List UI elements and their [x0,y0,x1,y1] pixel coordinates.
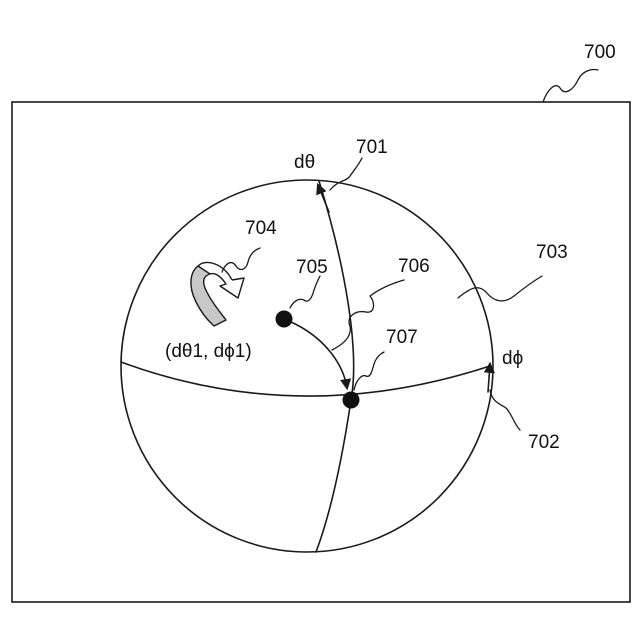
start-point [276,311,293,328]
d-theta-label: dθ [294,152,315,173]
movement-path-label: 706 [398,256,430,277]
phi-axis-lead-line [490,390,520,430]
d-phi-arrow [488,364,490,392]
phi-axis-label: 702 [528,432,560,453]
rotation-arrow-lead-line [222,248,260,272]
outer-frame [12,102,630,602]
meridian-line [316,181,354,552]
end-point [343,392,360,409]
equator-line [121,362,490,396]
end-point-label: 707 [386,327,418,348]
frame-lead-line [543,69,598,102]
theta-axis-lead-line [330,158,362,190]
d-theta-arrow [318,185,329,212]
sphere-lead-line [458,276,542,301]
rotation-arrow-icon [191,262,244,326]
frame-label: 700 [584,42,616,63]
end-point-lead-line [354,352,384,390]
rotation-arrow-label: 704 [245,218,277,239]
theta-axis-label: 701 [356,137,388,158]
sphere-outline [121,180,493,552]
sphere-label: 703 [536,242,568,263]
start-point-lead-line [290,276,320,308]
movement-path-arrow [291,322,347,388]
d-phi-label: dϕ [502,348,523,369]
rotation-pair-label: (dθ1, dϕ1) [165,341,252,362]
start-point-label: 705 [296,257,328,278]
